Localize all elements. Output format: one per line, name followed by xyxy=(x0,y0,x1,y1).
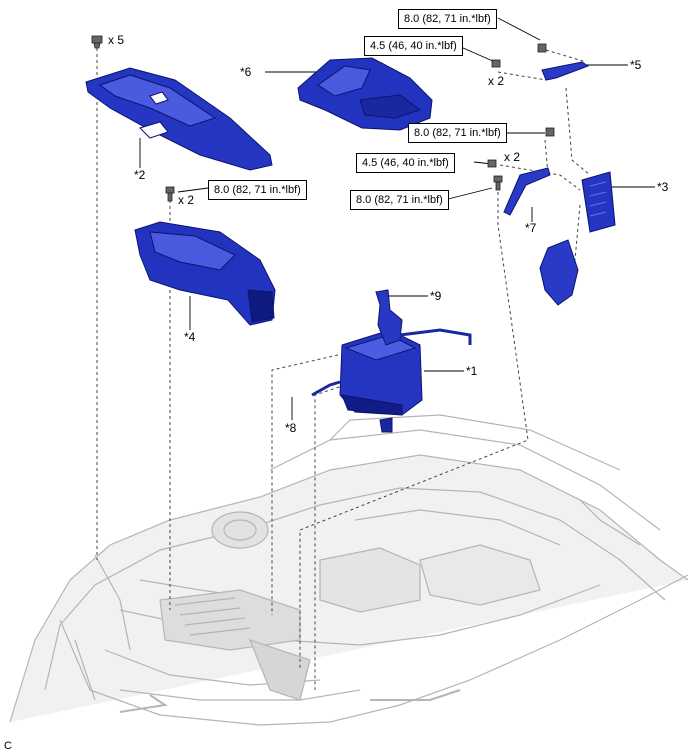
part-3-ecu xyxy=(581,171,616,233)
part-9-hose xyxy=(375,289,403,346)
callout-part-5: *5 xyxy=(630,58,642,72)
bolt-icon xyxy=(91,35,103,44)
quantity-label: x 5 xyxy=(108,33,125,47)
bolt-icon xyxy=(165,186,175,194)
quantity-label: x 2 xyxy=(504,150,521,164)
part-8-hose xyxy=(311,380,341,397)
torque-spec-1: 8.0 (82, 71 in.*lbf) xyxy=(398,9,497,29)
torque-spec-2: 4.5 (46, 40 in.*lbf) xyxy=(364,36,463,56)
bolt-icon xyxy=(491,59,501,68)
callout-part-1: *1 xyxy=(466,364,478,378)
callout-part-9: *9 xyxy=(430,289,442,303)
bolt-icon xyxy=(493,175,503,183)
torque-spec-3: 8.0 (82, 71 in.*lbf) xyxy=(408,123,507,143)
callout-part-6: *6 xyxy=(240,65,252,79)
part-5-bracket xyxy=(541,61,590,81)
part-3-bracket xyxy=(539,239,579,306)
part-4-air-inlet-duct xyxy=(134,221,276,326)
callout-leaders xyxy=(139,17,655,420)
torque-spec-5: 8.0 (82, 71 in.*lbf) xyxy=(350,190,449,210)
torque-spec-4: 4.5 (46, 40 in.*lbf) xyxy=(356,153,455,173)
quantity-label: x 2 xyxy=(488,74,505,88)
bolt-icon xyxy=(537,43,547,53)
bolt-icons xyxy=(91,35,555,202)
figure-code: C xyxy=(4,740,12,752)
wire-harness-upper xyxy=(399,328,472,345)
part-2-cooling-plate xyxy=(85,67,273,171)
part-6-engine-cover xyxy=(297,57,433,131)
torque-spec-6: 8.0 (82, 71 in.*lbf) xyxy=(208,180,307,200)
callout-part-2: *2 xyxy=(134,168,146,182)
callout-part-8: *8 xyxy=(285,421,297,435)
bolt-icon xyxy=(545,127,555,137)
callout-part-7: *7 xyxy=(525,221,537,235)
bolt-icon xyxy=(487,159,497,168)
callout-part-4: *4 xyxy=(184,330,196,344)
vehicle-engine-bay xyxy=(9,414,688,726)
quantity-label: x 2 xyxy=(178,193,195,207)
callout-part-3: *3 xyxy=(657,180,669,194)
part-7-bracket xyxy=(503,167,551,216)
